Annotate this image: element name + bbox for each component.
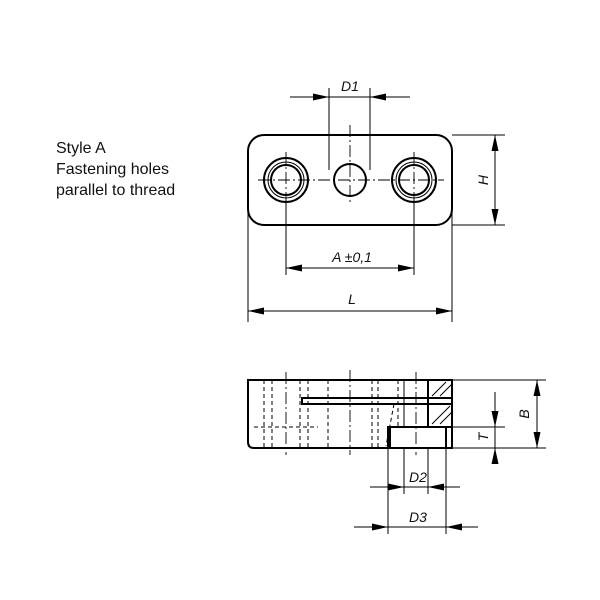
top-view: D1 H A ±0,1 L [247, 78, 505, 322]
side-view: B T D2 D3 [247, 370, 546, 534]
h-arrow-bottom [491, 209, 499, 225]
center-thread-arc [333, 163, 367, 197]
d3-label: D3 [409, 509, 427, 525]
d3-arrow-right [446, 523, 462, 531]
d1-label: D1 [341, 78, 359, 94]
t-arrow-top [491, 411, 499, 427]
b-label: B [516, 409, 532, 418]
a-arrow-left [286, 264, 302, 272]
hidden-right-hole-2 [385, 403, 395, 447]
a-arrow-right [398, 264, 414, 272]
d2-arrow-right [428, 483, 444, 491]
hatch-bottom-1 [431, 405, 451, 425]
hatch-bottom-2 [439, 411, 453, 425]
style-caption: Style A Fastening holes parallel to thre… [56, 138, 246, 201]
hatch-top-1 [431, 381, 447, 397]
b-arrow-bottom [533, 432, 541, 448]
a-label: A ±0,1 [331, 249, 372, 265]
caption-line-fastening: Fastening holes [56, 161, 169, 178]
d1-arrow-right [370, 93, 386, 101]
side-view-slot [301, 397, 452, 405]
caption-line-style: Style A [56, 140, 106, 157]
h-arrow-top [491, 135, 499, 151]
d1-arrow-left [313, 93, 329, 101]
caption-line-parallel: parallel to thread [56, 182, 176, 199]
d2-label: D2 [409, 469, 427, 485]
d2-arrow-left [388, 483, 404, 491]
d3-arrow-left [372, 523, 388, 531]
t-label: T [475, 431, 491, 441]
hatch-top-2 [439, 383, 453, 397]
l-label: L [348, 291, 356, 307]
h-label: H [475, 174, 491, 185]
b-arrow-top [533, 380, 541, 396]
l-arrow-left [248, 307, 264, 315]
t-arrow-bottom [491, 448, 499, 464]
l-arrow-right [436, 307, 452, 315]
side-view-outline [247, 379, 453, 449]
